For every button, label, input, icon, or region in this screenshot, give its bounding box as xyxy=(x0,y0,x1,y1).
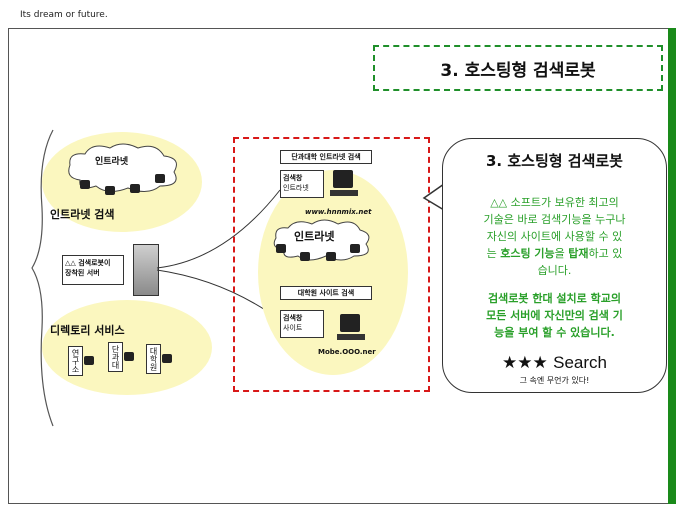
directory-service-label: 디렉토리 서비스 xyxy=(50,324,125,337)
pc-icon xyxy=(80,180,90,189)
bubble-text: 는 xyxy=(486,247,501,260)
pc-icon xyxy=(124,352,134,361)
bubble-line: △△ 소프트가 보유한 최고의 xyxy=(490,196,619,209)
server-icon xyxy=(133,244,159,296)
pc-icon xyxy=(130,184,140,193)
intranet-cloud xyxy=(68,143,177,192)
center-area xyxy=(258,170,408,375)
left-brace xyxy=(31,129,54,427)
dept-box: 연구소 xyxy=(68,346,83,376)
center-intranet-cloud xyxy=(273,219,370,261)
slide-title: 3. 호스팅형 검색로봇 xyxy=(373,45,663,91)
pc-icon xyxy=(300,252,310,261)
pc-icon xyxy=(84,356,94,365)
bubble-line: 능을 부여 할 수 있습니다. xyxy=(494,326,615,339)
bubble-text: 하고 있 xyxy=(588,247,623,260)
bubble-search-line: ★★★ Search xyxy=(442,353,667,373)
hosting-search-area xyxy=(233,137,430,392)
keyboard-icon xyxy=(337,334,365,340)
pc-icon xyxy=(276,244,286,253)
url-label: Mobe.OOO.ner xyxy=(318,348,376,356)
monitor-icon xyxy=(333,170,353,188)
bubble-line: 습니다. xyxy=(537,264,572,277)
bubble-paragraph-2: 검색로봇 한대 설치로 학교의 모든 서버에 자신만의 검색 기 능을 부여 할… xyxy=(446,290,663,341)
bubble-bold-text: 호스팅 기능 xyxy=(500,247,555,260)
bubble-line: 모든 서버에 자신만의 검색 기 xyxy=(486,309,623,322)
intranet-search-label: 인트라넷 검색 xyxy=(50,208,115,221)
search-box-line: 검색창 xyxy=(283,314,303,322)
pc-icon xyxy=(162,354,172,363)
server-label-line: 장착된 서버 xyxy=(65,269,100,277)
slide-side-bar xyxy=(668,28,676,504)
bubble-tail xyxy=(422,183,445,211)
search-box-line: 사이트 xyxy=(283,324,303,332)
search-box-line: 검색창 xyxy=(283,174,303,182)
url-label: www.hnnmix.net xyxy=(305,208,372,216)
bubble-subtitle: 그 속엔 무언가 있다! xyxy=(519,376,590,385)
college-search-header: 단과대학 인트라넷 검색 xyxy=(280,150,372,164)
bubble-line: 기술은 바로 검색기능을 누구나 xyxy=(483,213,626,226)
center-intranet-label: 인트라넷 xyxy=(294,230,335,243)
keyboard-icon xyxy=(330,190,358,196)
stars-icon: ★★★ xyxy=(501,353,548,373)
tagline: Its dream or future. xyxy=(20,10,108,20)
dept-box: 대학원 xyxy=(146,344,161,374)
bubble-paragraph-1: △△ 소프트가 보유한 최고의 기술은 바로 검색기능을 누구나 자신의 사이트… xyxy=(446,194,663,279)
server-label-line: △△ 검색로봇이 xyxy=(65,259,111,267)
bubble-bold-text: 탑재 xyxy=(568,247,589,260)
dept-box: 단과대 xyxy=(108,342,123,372)
search-box-line: 인트라넷 xyxy=(283,184,309,192)
bubble-line: 자신의 사이트에 사용할 수 있 xyxy=(486,230,623,243)
intranet-cloud-label: 인트라넷 xyxy=(95,157,129,167)
search-word: Search xyxy=(553,353,607,372)
pc-icon xyxy=(105,186,115,195)
monitor-icon xyxy=(340,314,360,332)
bubble-title: 3. 호스팅형 검색로봇 xyxy=(486,152,623,170)
speech-bubble xyxy=(442,138,667,393)
server-label-box: △△ 검색로봇이 장착된 서버 xyxy=(62,255,124,285)
search-box: 검색창 사이트 xyxy=(280,310,324,338)
bubble-line: 는 호스팅 기능을 탑재하고 있 xyxy=(446,245,663,262)
search-box: 검색창 인트라넷 xyxy=(280,170,324,198)
bubble-text: 을 xyxy=(554,247,569,260)
pc-icon xyxy=(326,252,336,261)
univ-site-header: 대학원 사이트 검색 xyxy=(280,286,372,300)
pc-icon xyxy=(155,174,165,183)
pc-icon xyxy=(350,244,360,253)
bubble-line: 검색로봇 한대 설치로 학교의 xyxy=(488,292,621,305)
